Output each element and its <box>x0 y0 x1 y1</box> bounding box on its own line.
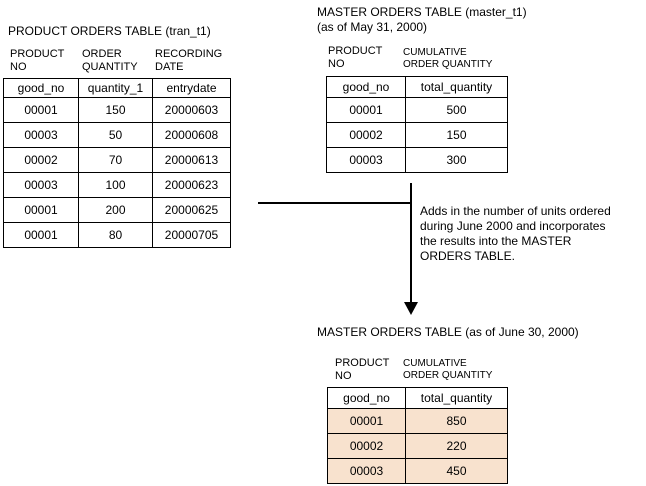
table-cell: 100 <box>78 172 153 198</box>
column-label-product-no: PRODUCT NO <box>335 357 389 383</box>
column-label-order-quantity: ORDER QUANTITY <box>82 48 138 74</box>
down-arrow-icon <box>404 302 418 315</box>
table-cell: 20000608 <box>152 122 231 148</box>
table-header-row: good_no total_quantity <box>326 76 508 98</box>
column-label-line: NO <box>10 61 27 73</box>
table-cell: 200 <box>78 197 153 223</box>
column-label-line: DATE <box>155 61 184 73</box>
column-label-line: PRODUCT <box>328 45 383 57</box>
column-header-cell: total_quantity <box>405 387 508 409</box>
table-row: 00001 500 <box>326 97 508 123</box>
column-label-recording-date: RECORDING DATE <box>155 48 222 74</box>
table-cell: 00003 <box>327 458 406 484</box>
table-cell: 850 <box>405 408 508 434</box>
flow-vertical-line <box>410 183 412 302</box>
table-row: 00001 200 20000625 <box>3 197 231 223</box>
column-label-line: PRODUCT <box>10 48 65 60</box>
table-cell: 20000705 <box>152 222 231 248</box>
master-orders-june-table: good_no total_quantity 00001 850 00002 2… <box>327 387 508 484</box>
column-header-cell: good_no <box>326 76 406 98</box>
table-row: 00003 300 <box>326 147 508 173</box>
column-label-line: NO <box>335 370 352 382</box>
table-cell: 50 <box>78 122 153 148</box>
column-label-line: PRODUCT <box>335 357 390 369</box>
title-line: (as of May 31, 2000) <box>317 20 428 34</box>
table-row: 00001 850 <box>327 408 508 434</box>
table-cell: 00003 <box>3 172 79 198</box>
column-header-cell: good_no <box>3 78 79 98</box>
table-cell: 00002 <box>3 147 79 173</box>
table-cell: 20000625 <box>152 197 231 223</box>
column-label-cumulative-order-quantity: CUMULATIVE ORDER QUANTITY <box>403 358 492 382</box>
table-cell: 00003 <box>326 147 406 173</box>
table-row: 00002 70 20000613 <box>3 147 231 173</box>
title-line: MASTER ORDERS TABLE (master_t1) <box>317 5 527 19</box>
table-cell: 500 <box>405 97 508 123</box>
table-cell: 20000613 <box>152 147 231 173</box>
table-cell: 00001 <box>327 408 406 434</box>
column-label-product-no: PRODUCT NO <box>328 45 382 71</box>
product-orders-table-title: PRODUCT ORDERS TABLE (tran_t1) <box>8 24 211 38</box>
column-header-cell: quantity_1 <box>78 78 153 98</box>
column-label-line: CUMULATIVE <box>403 47 467 58</box>
column-header-cell: good_no <box>327 387 406 409</box>
table-cell: 300 <box>405 147 508 173</box>
table-row: 00002 150 <box>326 122 508 148</box>
table-cell: 00002 <box>327 433 406 459</box>
column-label-line: NO <box>328 58 345 70</box>
table-cell: 80 <box>78 222 153 248</box>
column-label-line: RECORDING <box>155 48 223 60</box>
table-header-row: good_no quantity_1 entrydate <box>3 78 231 98</box>
table-cell: 00001 <box>3 222 79 248</box>
column-header-cell: entrydate <box>152 78 231 98</box>
table-header-row: good_no total_quantity <box>327 387 508 409</box>
master-orders-may-title: MASTER ORDERS TABLE (master_t1) (as of M… <box>317 5 527 35</box>
table-cell: 20000603 <box>152 97 231 123</box>
table-cell: 450 <box>405 458 508 484</box>
table-cell: 00001 <box>3 97 79 123</box>
master-orders-june-title: MASTER ORDERS TABLE (as of June 30, 2000… <box>317 325 579 339</box>
table-row: 00001 150 20000603 <box>3 97 231 123</box>
flow-annotation: Adds in the number of units ordered duri… <box>420 204 611 263</box>
column-label-line: ORDER <box>82 48 122 60</box>
table-row: 00003 450 <box>327 458 508 484</box>
column-label-product-no: PRODUCT NO <box>10 48 64 74</box>
table-row: 00001 80 20000705 <box>3 222 231 248</box>
column-label-line: CUMULATIVE <box>403 358 467 369</box>
table-cell: 20000623 <box>152 172 231 198</box>
table-row: 00002 220 <box>327 433 508 459</box>
table-cell: 00001 <box>3 197 79 223</box>
flow-horizontal-line <box>258 202 411 204</box>
table-cell: 00002 <box>326 122 406 148</box>
table-row: 00003 100 20000623 <box>3 172 231 198</box>
column-label-line: ORDER QUANTITY <box>403 59 493 70</box>
table-cell: 150 <box>405 122 508 148</box>
product-orders-table: good_no quantity_1 entrydate 00001 150 2… <box>3 78 231 248</box>
table-cell: 150 <box>78 97 153 123</box>
table-cell: 70 <box>78 147 153 173</box>
table-cell: 220 <box>405 433 508 459</box>
table-cell: 00001 <box>326 97 406 123</box>
table-cell: 00003 <box>3 122 79 148</box>
column-label-cumulative-order-quantity: CUMULATIVE ORDER QUANTITY <box>403 47 492 71</box>
table-row: 00003 50 20000608 <box>3 122 231 148</box>
column-label-line: QUANTITY <box>82 61 138 73</box>
column-header-cell: total_quantity <box>405 76 508 98</box>
master-orders-may-table: good_no total_quantity 00001 500 00002 1… <box>326 76 508 173</box>
column-label-line: ORDER QUANTITY <box>403 370 493 381</box>
